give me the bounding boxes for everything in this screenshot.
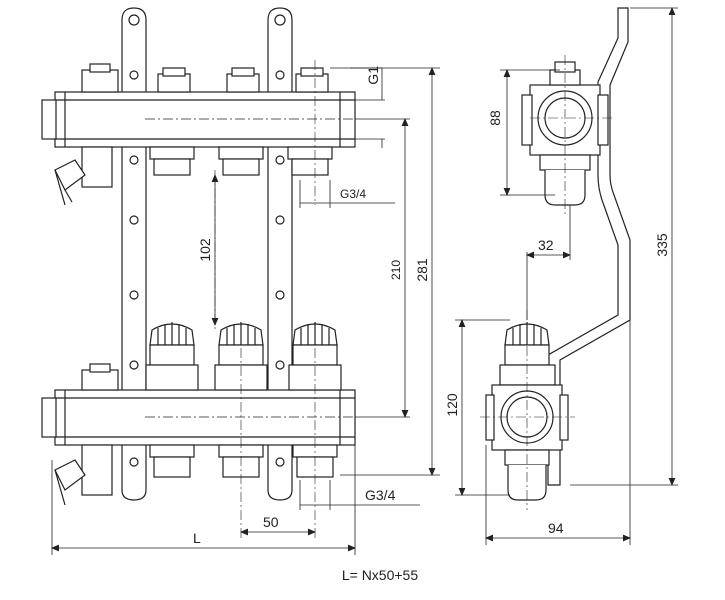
- label-335: 335: [654, 233, 670, 257]
- label-g1: G1: [365, 66, 381, 85]
- label-g34-bottom: G3/4: [365, 487, 396, 503]
- bottom-left-fittings: [54, 363, 119, 506]
- side-view: [455, 6, 678, 545]
- wall-bracket: [547, 7, 631, 486]
- label-102: 102: [197, 238, 213, 262]
- dim-102-lines: [211, 173, 219, 327]
- label-210: 210: [389, 260, 403, 280]
- dim-32-lines: [525, 205, 572, 320]
- dim-210-lines: [355, 117, 410, 419]
- top-manifold-bar: [41, 91, 356, 148]
- label-g34-top: G3/4: [340, 187, 366, 201]
- dim-g34-bottom-lines: [299, 480, 420, 510]
- front-view: [41, 7, 440, 555]
- dim-335-lines: [570, 6, 678, 487]
- label-120: 120: [444, 393, 460, 417]
- dim-50-lines: [239, 528, 317, 536]
- label-88: 88: [487, 110, 503, 126]
- side-centerlines: [480, 55, 615, 510]
- label-94: 94: [548, 520, 564, 536]
- length-formula: L= Nx50+55: [341, 567, 419, 583]
- dim-94-lines: [484, 320, 632, 545]
- bottom-outlets: [149, 444, 338, 478]
- valve-caps: [145, 322, 342, 391]
- dim-120-lines: [455, 318, 510, 497]
- dim-g34-top-lines: [299, 180, 395, 208]
- dim-88-lines: [500, 68, 560, 197]
- top-left-fittings: [54, 63, 119, 206]
- label-50: 50: [263, 514, 279, 530]
- label-l: L: [193, 530, 201, 546]
- label-281: 281: [414, 258, 430, 282]
- label-32: 32: [538, 237, 554, 253]
- top-outlets: [149, 67, 333, 176]
- dim-281-lines: [330, 66, 440, 477]
- bottom-manifold-bar: [41, 389, 356, 446]
- dim-l-lines: [50, 445, 357, 555]
